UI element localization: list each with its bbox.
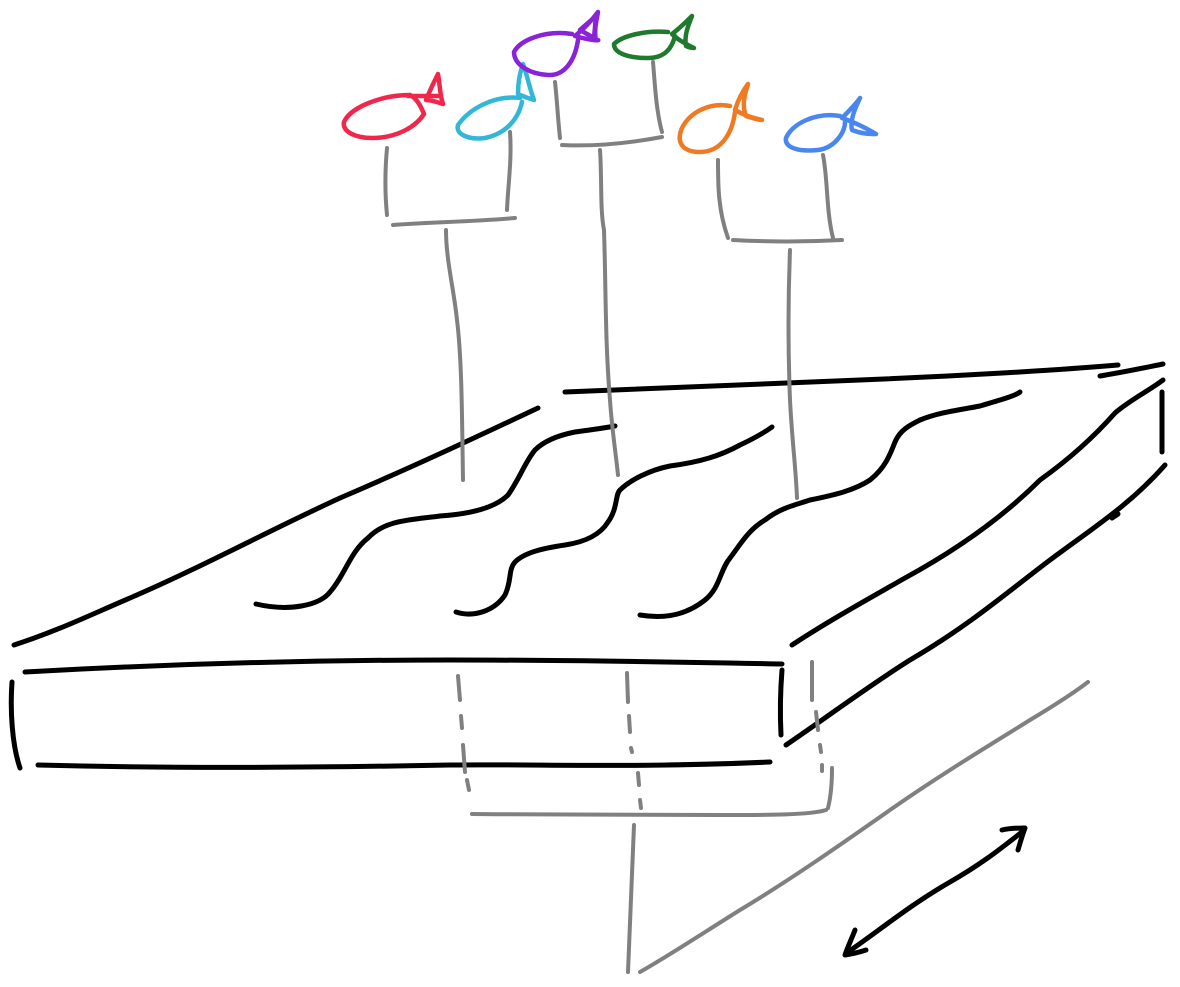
- fish-red-body: [341, 92, 427, 141]
- connector-red-cyan-bar: [391, 216, 517, 227]
- upper-connectors: [383, 60, 844, 500]
- connector-green-drop: [651, 60, 664, 134]
- lower-drop-2-a: [625, 671, 630, 704]
- slab-side-mark: [1109, 511, 1121, 521]
- lower-drop-3-b: [814, 710, 820, 732]
- connector-purple-green-stem: [598, 148, 620, 477]
- fish-red: [341, 71, 446, 141]
- lower-drop-3-c: [818, 743, 823, 754]
- slab-side-bottom-edge: [783, 462, 1168, 748]
- wave-line-3: [637, 389, 1023, 620]
- lower-drop-2-d: [636, 771, 641, 787]
- fish-green: [611, 13, 697, 61]
- connector-orange-drop: [716, 158, 730, 240]
- wave-line-2: [453, 424, 775, 617]
- fish-cyan-body: [455, 95, 525, 141]
- fish-blue-body: [783, 112, 848, 153]
- fish-cyan: [455, 61, 537, 141]
- double-arrow-head-top: [999, 825, 1028, 853]
- connector-purple-green-bar: [560, 135, 664, 148]
- connector-red-cyan-stem: [444, 228, 465, 482]
- double-arrow: [842, 825, 1028, 958]
- fish-purple-tail-fill: [577, 13, 599, 41]
- slab-front-top-edge: [22, 657, 785, 675]
- slab-left-edge: [11, 405, 541, 648]
- lower-drop-2-e: [638, 798, 643, 810]
- connector-red-drop: [383, 146, 389, 217]
- lower-diagonal: [638, 680, 1090, 974]
- fish-cyan-tail: [515, 61, 537, 103]
- fish-red-tail: [423, 71, 446, 107]
- fish-orange-tail: [732, 81, 765, 123]
- slab-back-edge: [562, 362, 1121, 395]
- fish-orange: [677, 81, 765, 155]
- lower-drop-1-b: [459, 714, 464, 730]
- connector-purple-drop: [553, 80, 562, 140]
- slab-right-edge: [789, 377, 1166, 648]
- lower-connectors: [456, 660, 1090, 974]
- lower-drop-2-b: [627, 714, 632, 734]
- connector-orange-blue-bar: [731, 238, 844, 244]
- connector-blue-drop: [821, 153, 835, 240]
- lower-stem: [626, 823, 636, 974]
- fish-blue-tail: [839, 95, 879, 137]
- lower-drop-1-d: [465, 778, 471, 792]
- slab-front-bottom-edge: [35, 759, 773, 770]
- lower-drop-1-a: [456, 674, 462, 702]
- lower-drop-1-c: [461, 743, 467, 774]
- fish-purple-body: [511, 30, 581, 78]
- connector-cyan-drop: [505, 130, 513, 212]
- double-arrow-shaft: [845, 829, 1025, 955]
- wave-lines: [253, 389, 1023, 620]
- slab-front-right-edge: [777, 667, 785, 738]
- connector-orange-blue-stem: [786, 248, 799, 500]
- fish-orange-body: [677, 102, 738, 155]
- lower-bar: [470, 808, 828, 817]
- fish-purple: [511, 9, 601, 78]
- wave-line-1: [253, 423, 618, 610]
- double-arrow-head-bottom: [842, 927, 869, 958]
- fish-blue: [783, 95, 879, 153]
- fish-green-tail: [669, 13, 697, 51]
- slab-front-left-edge: [8, 679, 23, 771]
- fish-green-body: [611, 29, 678, 61]
- slab: [8, 361, 1168, 771]
- lower-drop-2-c: [629, 746, 634, 754]
- fish-group: [341, 9, 879, 155]
- slab-back-edge-right: [1097, 361, 1166, 379]
- lower-drop-3-e: [826, 766, 834, 810]
